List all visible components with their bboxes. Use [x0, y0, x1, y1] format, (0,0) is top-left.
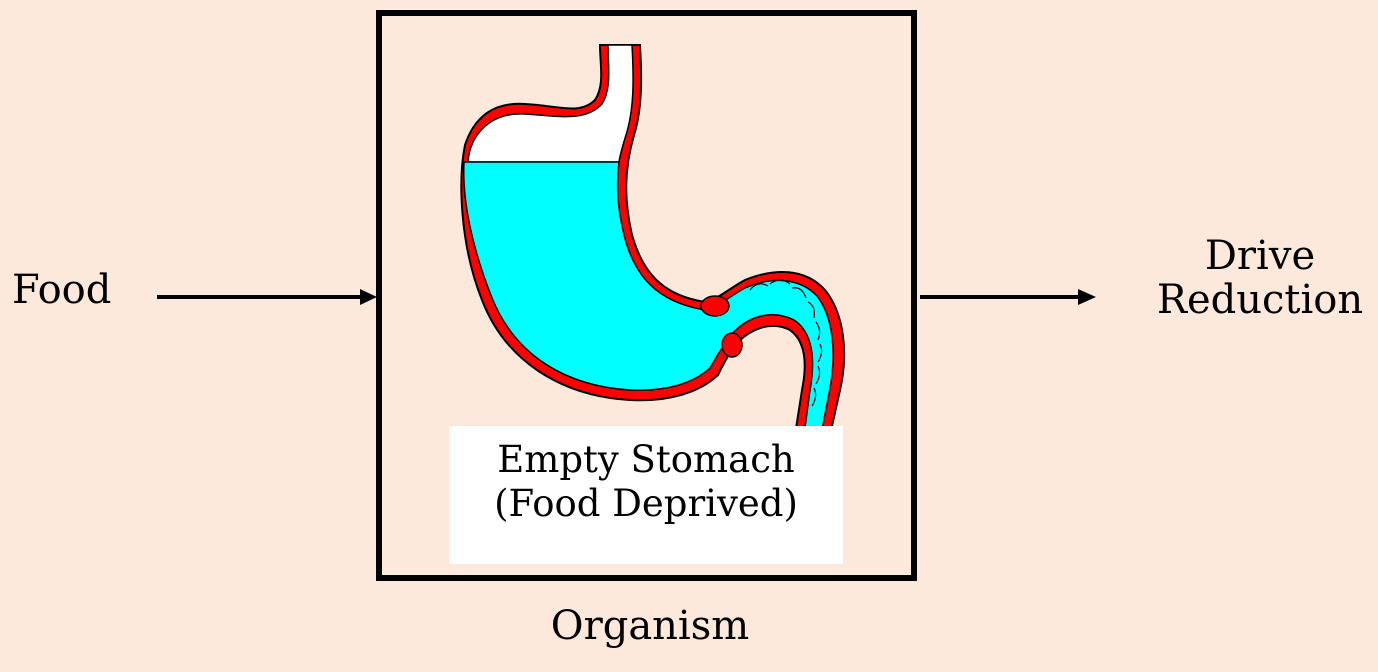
drive-reduction-label: Drive Reduction: [1150, 234, 1370, 322]
drive-label-line-1: Drive: [1150, 234, 1370, 278]
food-label: Food: [12, 268, 111, 312]
caption-line-2: (Food Deprived): [449, 482, 843, 526]
stomach-caption: Empty Stomach (Food Deprived): [449, 426, 843, 564]
output-arrow-icon: [920, 285, 1100, 309]
stomach-icon: [420, 40, 880, 440]
drive-label-line-2: Reduction: [1150, 278, 1370, 322]
input-arrow-icon: [155, 285, 380, 309]
organism-label: Organism: [540, 604, 760, 648]
caption-line-1: Empty Stomach: [449, 438, 843, 482]
